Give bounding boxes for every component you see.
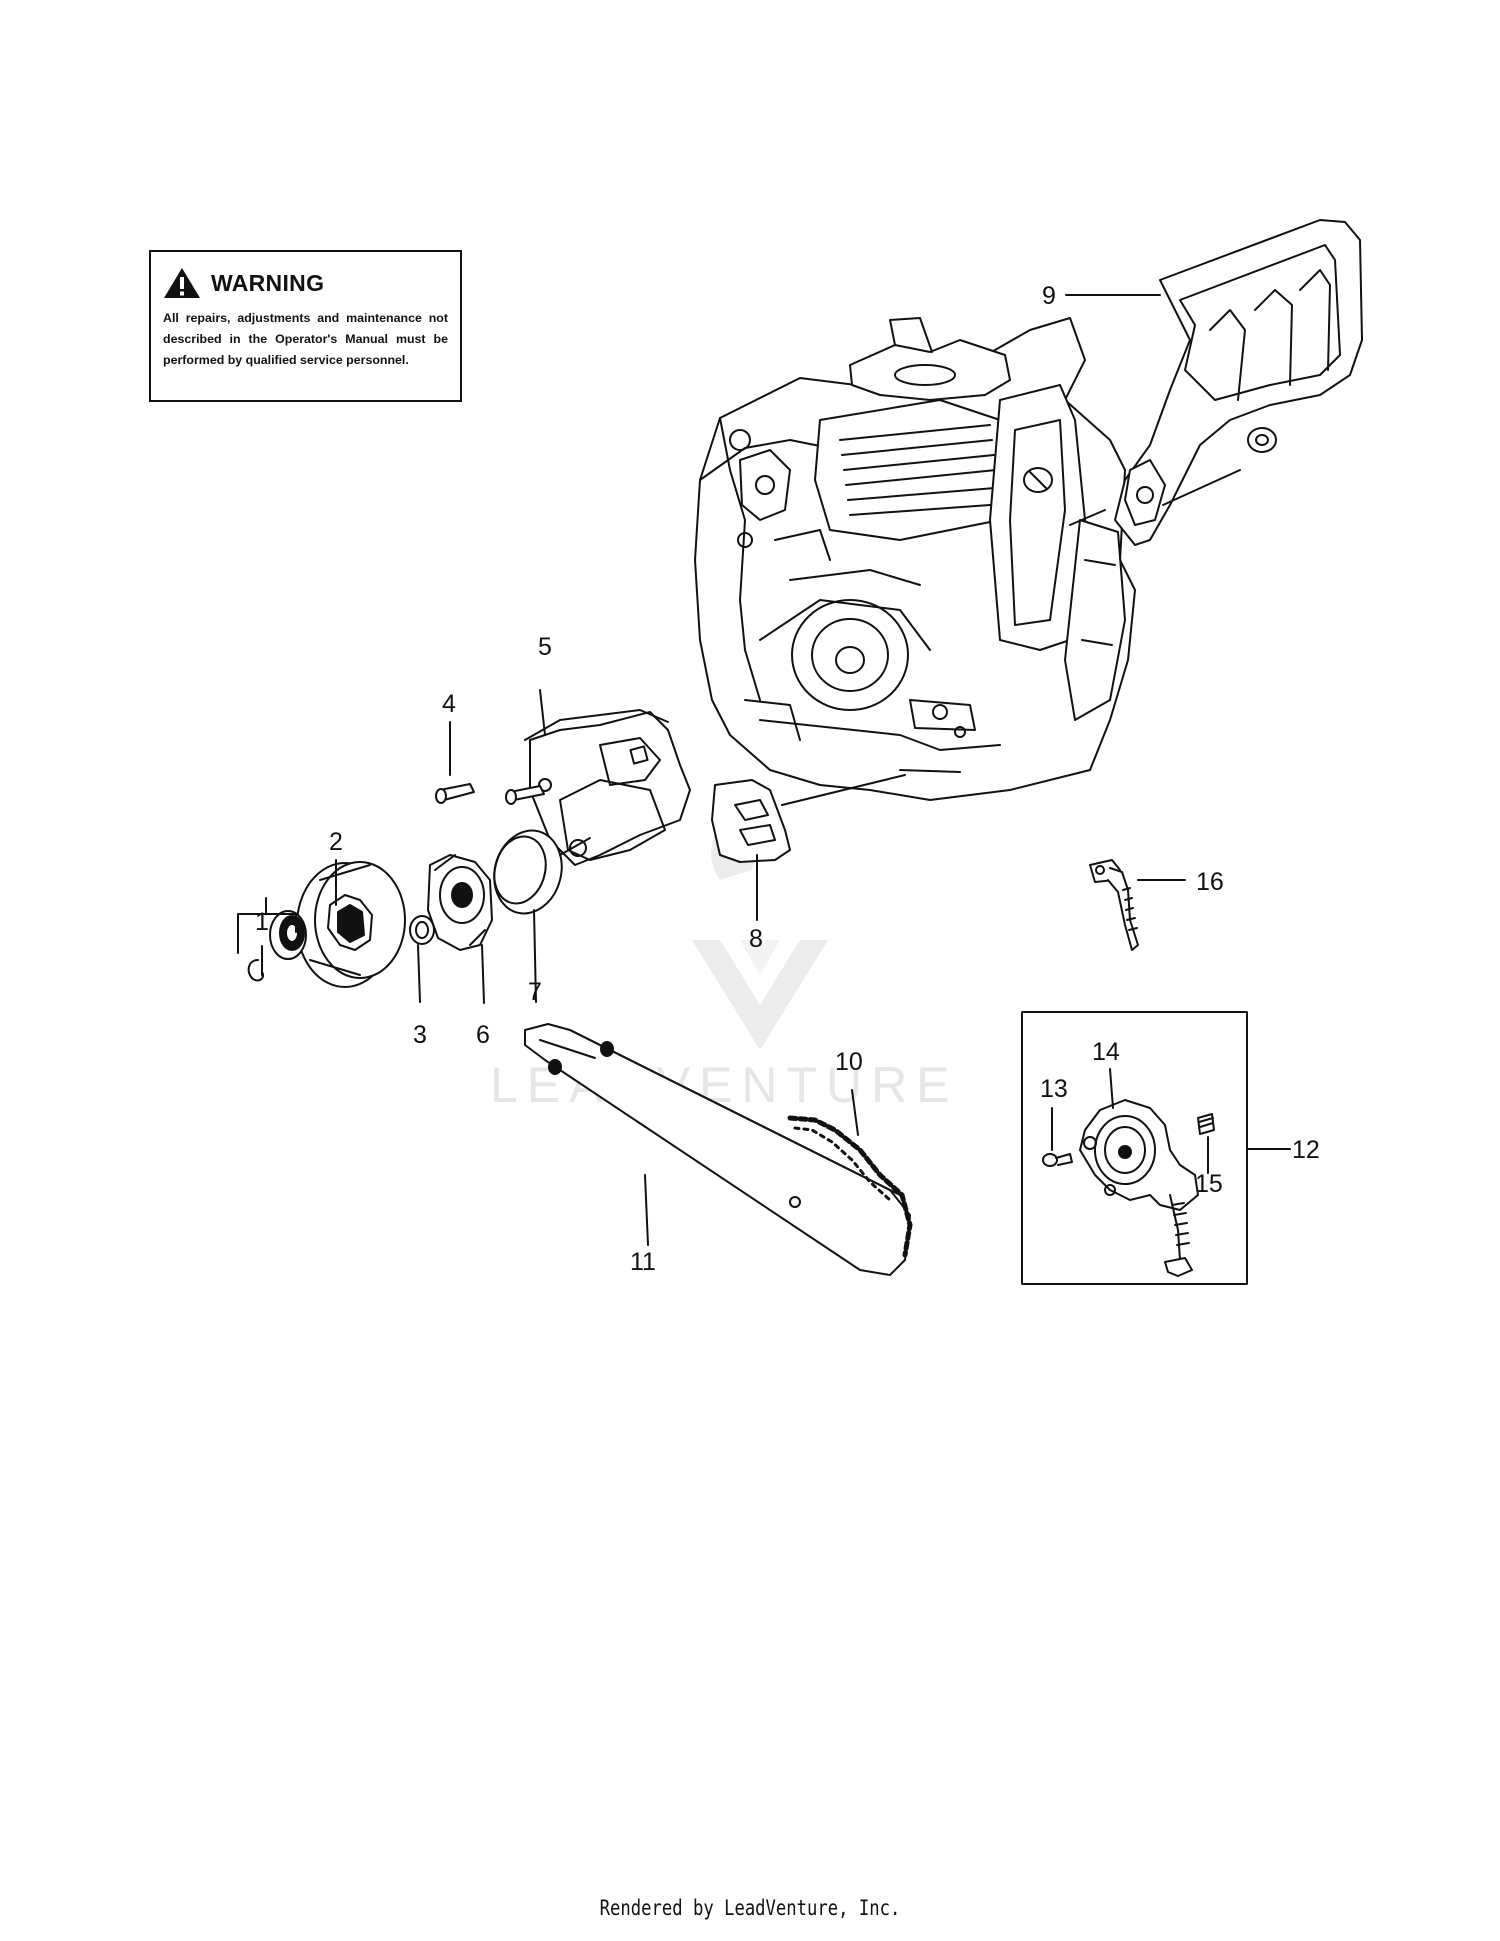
part-8-guide-plate bbox=[711, 774, 906, 863]
callout-16: 16 bbox=[1196, 868, 1224, 896]
part-13-screw bbox=[1042, 1153, 1073, 1167]
part-11-guide-bar bbox=[524, 1023, 911, 1276]
warning-box: WARNING All repairs, adjustments and mai… bbox=[149, 250, 462, 402]
part-7-washer bbox=[493, 829, 563, 915]
engine-powerhead bbox=[694, 317, 1136, 801]
warning-text: All repairs, adjustments and maintenance… bbox=[163, 311, 448, 367]
warning-title: WARNING bbox=[211, 269, 325, 296]
part-9-chain-brake-handle bbox=[1114, 219, 1363, 546]
callout-6: 6 bbox=[476, 1021, 490, 1049]
callout-2: 2 bbox=[329, 828, 343, 856]
callout-9: 9 bbox=[1042, 282, 1056, 310]
part-4-bolt bbox=[435, 783, 475, 804]
callout-12: 12 bbox=[1292, 1136, 1320, 1164]
callout-labels: 1 2 3 4 5 6 7 8 9 10 11 12 13 14 15 16 bbox=[255, 282, 1320, 1276]
warning-header: WARNING bbox=[163, 266, 448, 300]
part-3-ring bbox=[409, 915, 435, 945]
leader-lines bbox=[261, 294, 1291, 1246]
callout-3: 3 bbox=[413, 1021, 427, 1049]
callout-4: 4 bbox=[442, 690, 456, 718]
callout-14: 14 bbox=[1092, 1038, 1120, 1066]
callout-15: 15 bbox=[1195, 1170, 1223, 1198]
leader-line bbox=[1069, 509, 1106, 526]
callout-13: 13 bbox=[1040, 1075, 1068, 1103]
warning-triangle-icon bbox=[164, 268, 200, 298]
part-12-kit-frame bbox=[1021, 1011, 1248, 1285]
part-15-spring bbox=[1197, 1113, 1215, 1135]
callout-8: 8 bbox=[749, 925, 763, 953]
part-16-oil-hose-fitting bbox=[1089, 859, 1139, 951]
part-6-clutch bbox=[427, 854, 493, 951]
callout-10: 10 bbox=[835, 1048, 863, 1076]
callout-5: 5 bbox=[538, 633, 552, 661]
part-2-clutch-drum bbox=[296, 861, 406, 988]
part-10-chain bbox=[787, 1115, 913, 1258]
callout-7: 7 bbox=[528, 978, 542, 1006]
footer-credit: Rendered by LeadVenture, Inc. bbox=[599, 1896, 901, 1920]
part-14-oil-pump bbox=[1079, 1099, 1199, 1277]
callout-11: 11 bbox=[630, 1248, 656, 1276]
callout-1: 1 bbox=[255, 908, 269, 936]
